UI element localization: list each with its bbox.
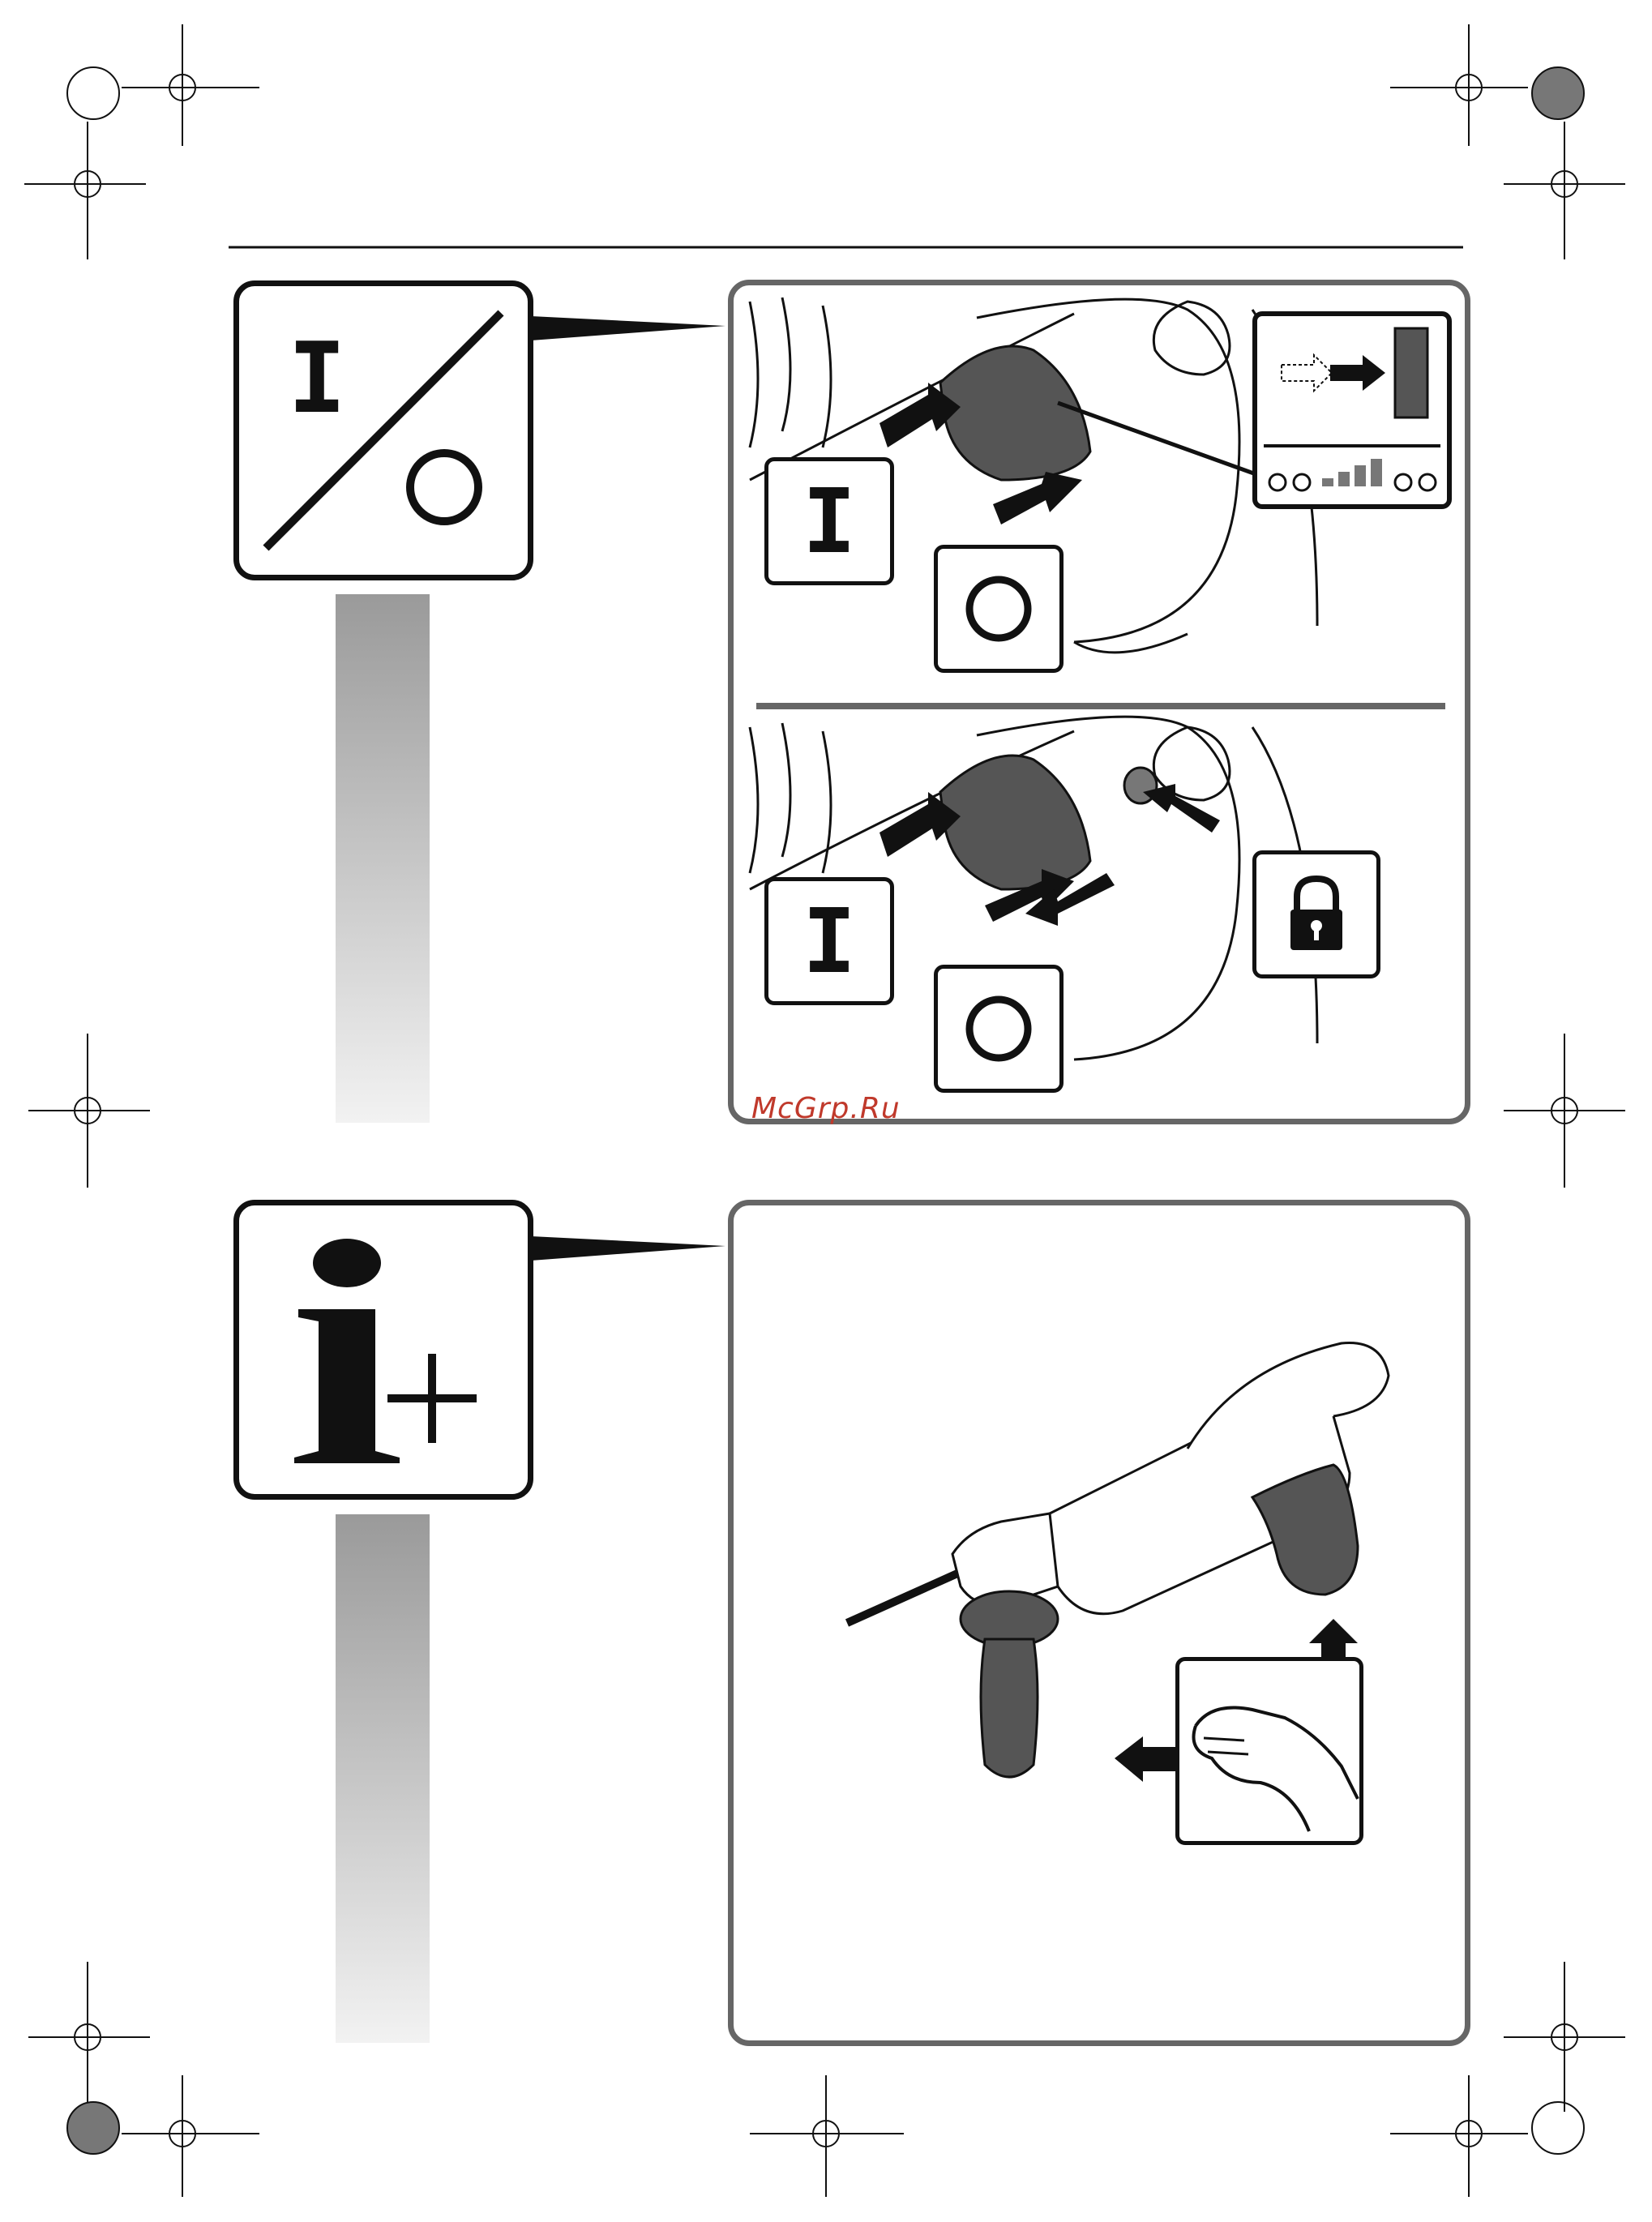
switch-panel: I I McGrp.Ru bbox=[728, 280, 1470, 1124]
section-bar-handle bbox=[336, 1514, 430, 2043]
lock-icon bbox=[1252, 850, 1380, 978]
off-label-top bbox=[934, 545, 1064, 673]
hand-icon bbox=[1175, 1657, 1363, 1845]
speed-control-icon bbox=[1252, 311, 1452, 509]
section-bar-switch bbox=[336, 594, 430, 1123]
watermark: McGrp.Ru bbox=[751, 1092, 901, 1125]
panel-divider bbox=[756, 703, 1445, 709]
on-off-switch-icon: I bbox=[233, 280, 533, 580]
on-label-top: I bbox=[764, 457, 894, 585]
on-symbol: I bbox=[288, 331, 346, 428]
off-label-bottom bbox=[934, 965, 1064, 1093]
handle-panel bbox=[728, 1200, 1470, 2046]
info-plus-icon bbox=[233, 1200, 533, 1500]
on-label-bottom: I bbox=[764, 877, 894, 1005]
on-label-top-text: I bbox=[802, 477, 856, 566]
callout-pointer-switch bbox=[531, 308, 742, 357]
on-label-bottom-text: I bbox=[802, 897, 856, 986]
callout-pointer-handle bbox=[531, 1228, 742, 1277]
drill-illustration bbox=[734, 1205, 1471, 2040]
